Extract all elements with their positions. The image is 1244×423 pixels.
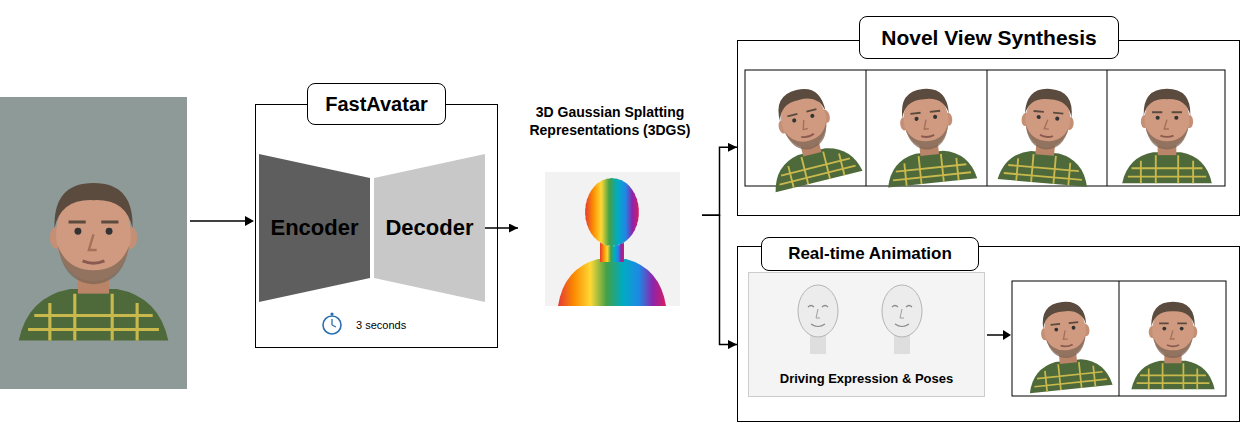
duration-label: 3 seconds [356, 319, 406, 331]
block-label: Encoder [270, 215, 358, 241]
encoder-block: Encoder [259, 154, 370, 302]
clock-icon [323, 312, 341, 334]
connector-arrow [702, 147, 737, 215]
novel-view-strip [745, 70, 1225, 192]
output-panel: Novel View Synthesis [737, 40, 1240, 216]
title-tab: FastAvatar [307, 83, 446, 125]
portrait-photo [0, 97, 187, 389]
connector-arrow [702, 215, 737, 344]
block-label: Decoder [385, 215, 473, 241]
title-tab: Novel View Synthesis [859, 16, 1119, 59]
panel-caption: Driving Expression & Poses [749, 371, 984, 386]
connector-arrow [485, 227, 518, 229]
input-panel: Driving Expression & Poses [748, 272, 985, 397]
decoder-block: Decoder [374, 154, 485, 302]
process-box: FastAvatar3 secondsEncoderDecoder [255, 104, 498, 348]
trapezoid-shape [374, 154, 485, 302]
trapezoid-shape [259, 154, 370, 302]
input-arrow [190, 216, 254, 226]
output-panel: Real-time AnimationDriving Expression & … [737, 246, 1240, 422]
animated-frames [1012, 281, 1226, 396]
representation-heading: 3D Gaussian Splatting Representations (3… [518, 104, 702, 139]
representation-node: 3D Gaussian Splatting Representations (3… [518, 104, 702, 310]
driving-heads [748, 272, 985, 397]
gaussian-head-render [545, 172, 680, 306]
animation-arrow [987, 330, 1011, 340]
title-tab: Real-time Animation [761, 237, 979, 271]
